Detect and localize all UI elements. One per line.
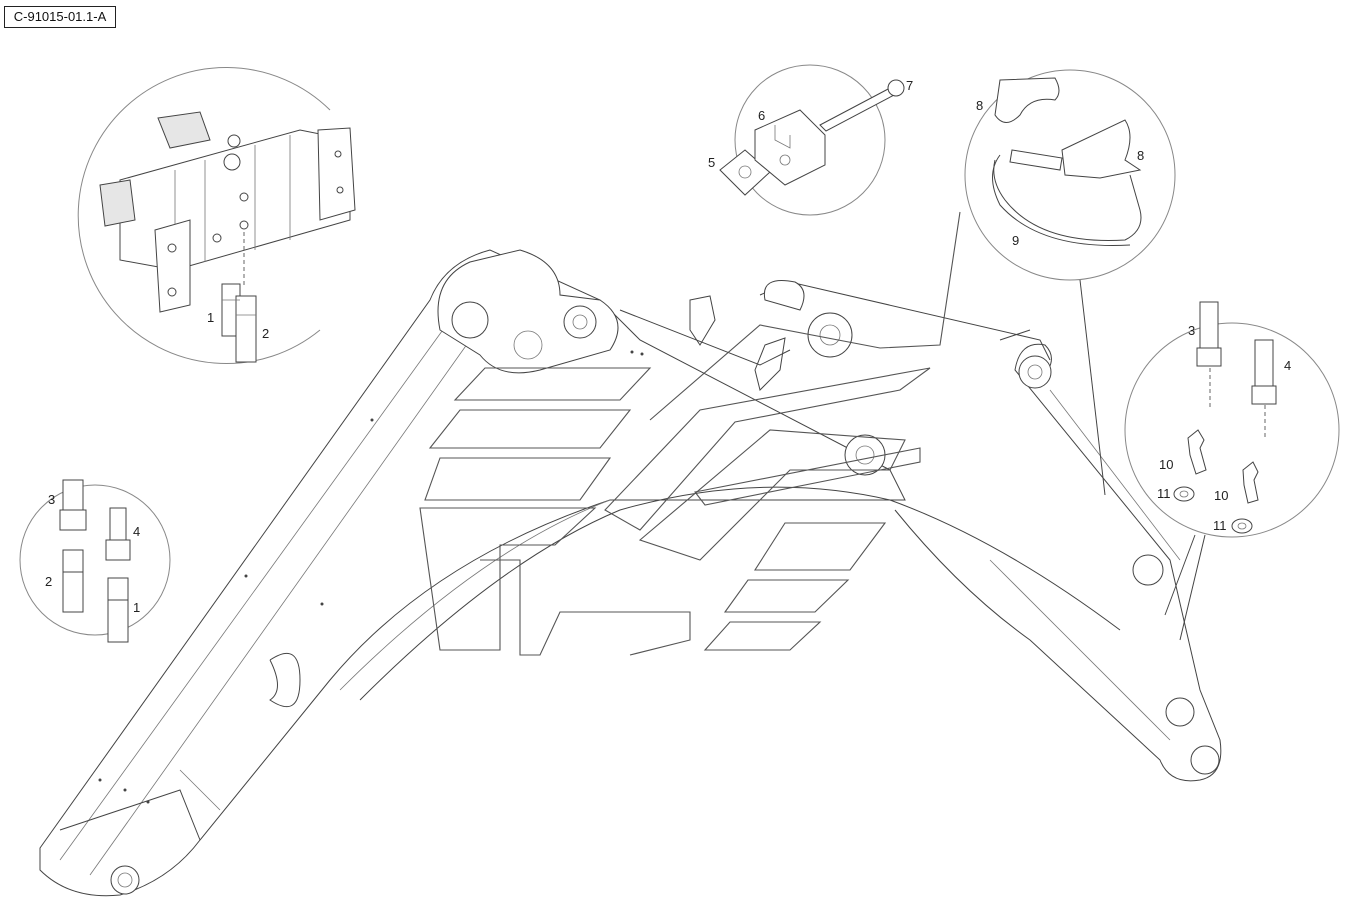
callout-2: 2 — [262, 326, 269, 341]
drawing-reference-code: C-91015-01.1-A — [4, 6, 116, 28]
callout-6: 6 — [758, 108, 765, 123]
detail-clamp — [719, 64, 905, 216]
callout-5: 5 — [708, 155, 715, 170]
detail-fittings-left — [19, 479, 171, 643]
callout-3: 3 — [1188, 323, 1195, 338]
callout-10: 10 — [1214, 488, 1228, 503]
detail-grease-fittings — [1124, 301, 1340, 641]
callout-2: 2 — [45, 574, 52, 589]
callout-7: 7 — [906, 78, 913, 93]
boom-arm-assembly — [39, 249, 1222, 897]
callout-11: 11 — [1213, 518, 1227, 533]
detail-control-valve — [77, 67, 356, 365]
callout-8: 8 — [976, 98, 983, 113]
callout-10: 10 — [1159, 457, 1173, 472]
callout-4: 4 — [1284, 358, 1291, 373]
callout-9: 9 — [1012, 233, 1019, 248]
detail-strap — [964, 69, 1176, 496]
callout-8: 8 — [1137, 148, 1144, 163]
callout-1: 1 — [207, 310, 214, 325]
callout-labels: 1 2 3 4 2 1 5 6 7 8 8 9 3 4 10 11 10 11 — [45, 78, 1291, 615]
callout-3: 3 — [48, 492, 55, 507]
watermark-logo — [419, 211, 961, 656]
callout-11: 11 — [1157, 486, 1171, 501]
callout-4: 4 — [133, 524, 140, 539]
callout-1: 1 — [133, 600, 140, 615]
